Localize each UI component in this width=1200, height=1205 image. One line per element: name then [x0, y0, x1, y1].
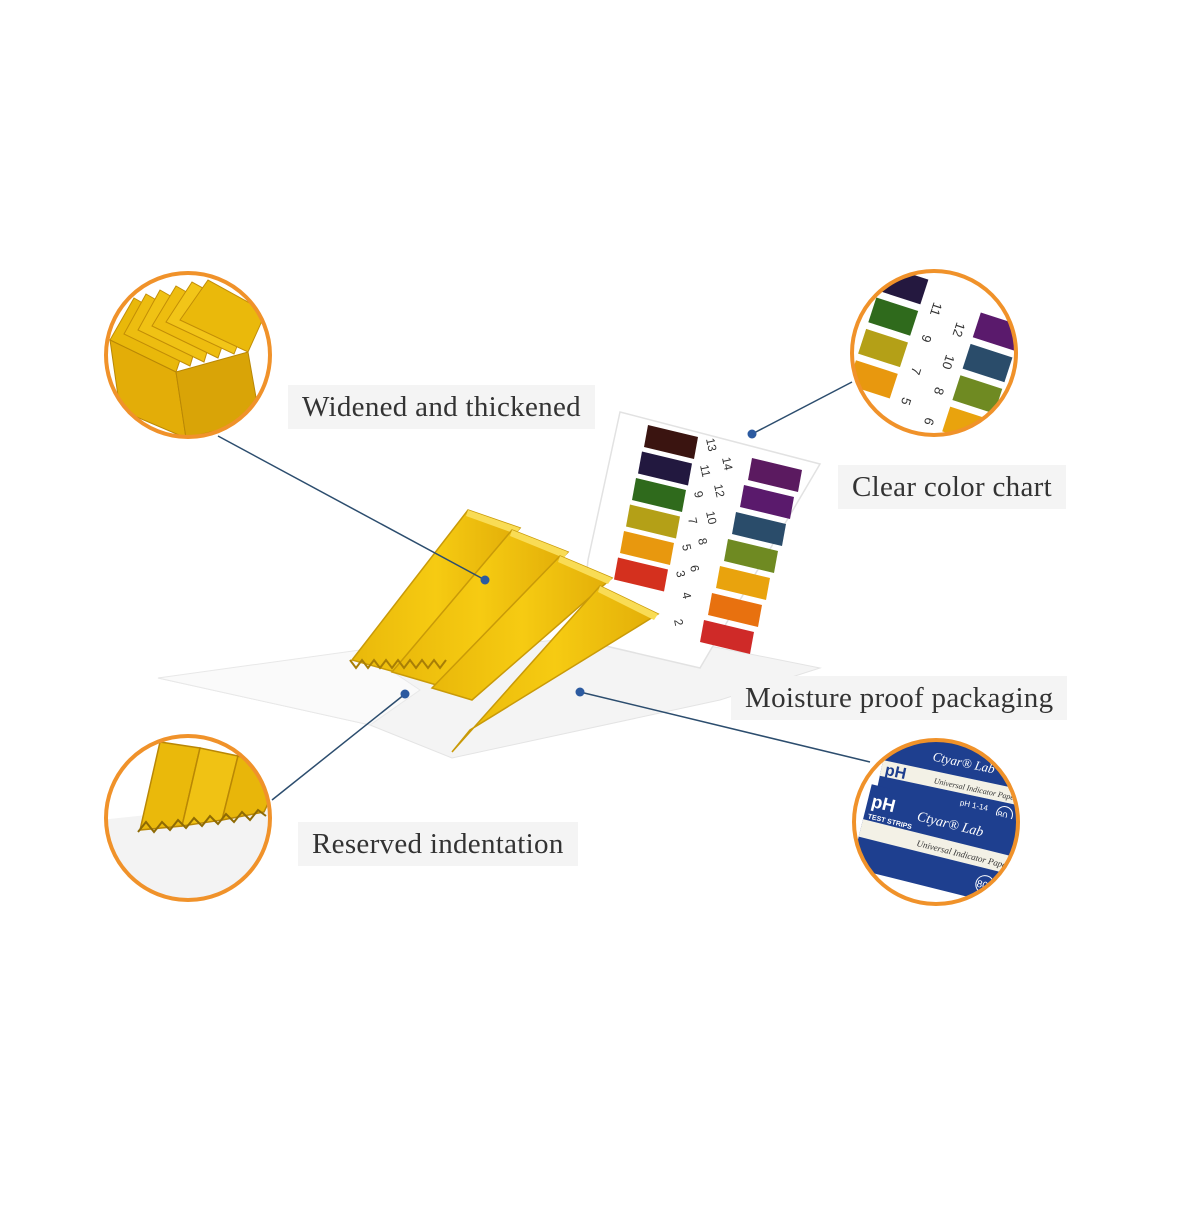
- svg-text:6: 6: [921, 416, 938, 428]
- zoom-circle-widened: [104, 271, 272, 439]
- strip-stack-3-edge: [558, 556, 612, 584]
- chart-right-swatch-14: [748, 458, 802, 492]
- svg-text:8: 8: [931, 385, 948, 397]
- chart-left-swatch-7: [626, 504, 680, 539]
- main-product: 13 11 9 7 5 3 14 12 10 8 6 4 2: [157, 411, 822, 759]
- chart-left-number-9: 9: [691, 490, 706, 500]
- chart-right-swatch-4: [708, 593, 762, 627]
- zoom-circle-chart: 11 9 7 5 12 10 8 6: [850, 269, 1018, 437]
- chart-left-swatch-9: [632, 478, 686, 512]
- connectors: [217, 381, 871, 801]
- connector-dot-chart: [747, 429, 757, 439]
- chart-left-number-7: 7: [685, 516, 700, 526]
- zoom-circle-packaging: Ctyar® Lab pH Universal Indicator Paper …: [852, 738, 1020, 906]
- chart-right-swatch-12: [740, 485, 794, 519]
- connector-dot-widened: [480, 575, 490, 585]
- connector-dot-moisture: [575, 687, 585, 697]
- svg-text:11: 11: [927, 301, 945, 318]
- chart-left-number-11: 11: [697, 463, 713, 478]
- chart-right-number-14: 14: [719, 456, 736, 472]
- chart-right-number-10: 10: [703, 510, 720, 526]
- chart-left-number-5: 5: [679, 543, 694, 553]
- chart-left-swatch-3: [614, 557, 668, 592]
- label-clear-color-chart: Clear color chart: [838, 465, 1066, 509]
- svg-text:5: 5: [898, 396, 915, 408]
- svg-text:7: 7: [908, 365, 925, 377]
- chart-left-number-3: 3: [673, 569, 688, 579]
- strip-stacks: [349, 509, 660, 753]
- package-ph-back: pH: [883, 762, 907, 783]
- chart-right-number-2: 2: [671, 618, 686, 628]
- strip-stack-4-edge: [598, 586, 658, 620]
- chart-left-number-13: 13: [703, 437, 720, 453]
- svg-text:12: 12: [950, 321, 969, 339]
- chart-left-swatch-11: [638, 451, 692, 486]
- label-widened-and-thickened: Widened and thickened: [288, 385, 595, 429]
- label-moisture-proof-packaging: Moisture proof packaging: [731, 676, 1068, 720]
- chart-right-number-8: 8: [695, 537, 710, 547]
- connector-dot-reserved: [400, 689, 410, 699]
- chart-right-number-4: 4: [679, 591, 694, 601]
- strip-indentation-edge: [349, 658, 447, 670]
- chart-right-number-6: 6: [687, 564, 702, 574]
- label-reserved-indentation: Reserved indentation: [298, 822, 578, 866]
- zoom-circle-indentation: [104, 734, 272, 902]
- chart-right-swatch-10: [732, 512, 786, 546]
- chart-left-swatch-13: [644, 425, 698, 459]
- color-chart-right-column: 14 12 10 8 6 4 2: [671, 456, 802, 654]
- strip-stack-2-edge: [510, 530, 568, 558]
- color-chart-left-column: 13 11 9 7 5 3: [614, 425, 720, 592]
- package-count-back: 80: [996, 809, 1008, 821]
- chart-right-number-12: 12: [711, 483, 728, 499]
- chart-right-swatch-8: [724, 539, 778, 573]
- chart-right-swatch-2: [700, 620, 754, 654]
- chart-left-swatch-5: [620, 531, 674, 565]
- strip-stack-1-edge: [466, 510, 520, 534]
- chart-right-swatch-6: [716, 566, 770, 600]
- backing-card-flap: [157, 649, 421, 726]
- svg-text:9: 9: [918, 333, 935, 345]
- svg-text:10: 10: [939, 353, 958, 371]
